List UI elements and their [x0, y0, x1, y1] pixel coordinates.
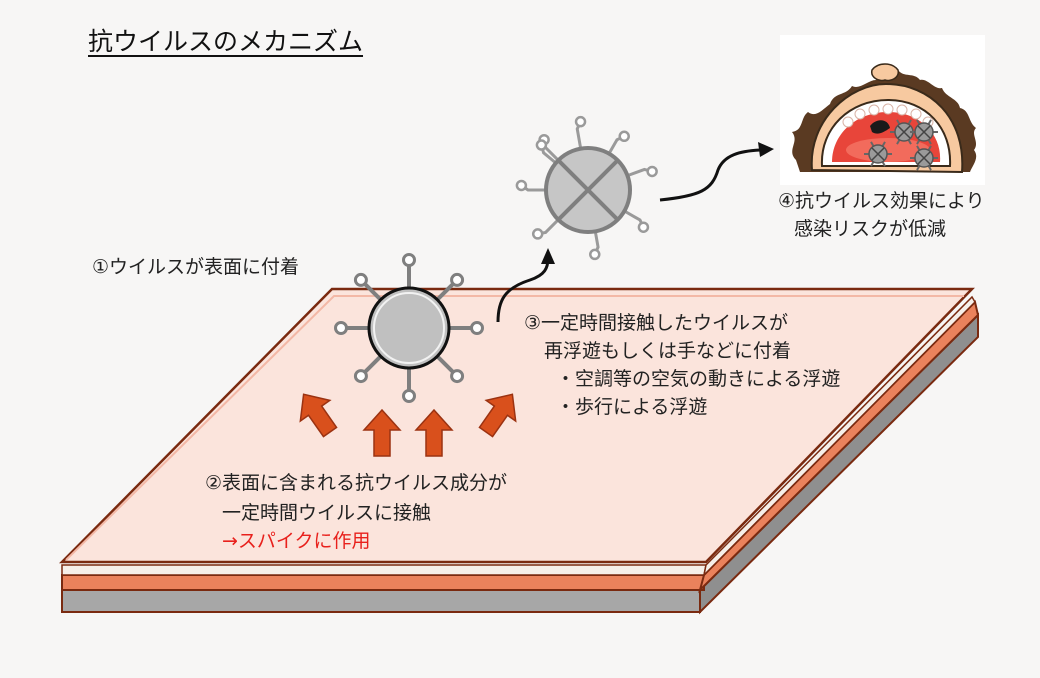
up-arrow-icon	[362, 408, 402, 457]
antiviral-action-arrows	[299, 393, 517, 457]
step2-line2: 一定時間ウイルスに接触	[222, 502, 432, 524]
deactivated-cross	[557, 159, 619, 221]
deactivated-virus-icon	[515, 115, 658, 261]
virus-spike-tip	[470, 321, 484, 335]
virus-on-surface-icon	[334, 253, 484, 403]
to-mouth-arrow	[659, 148, 761, 202]
virus-spike-tip	[618, 130, 630, 143]
virus-spike-tip	[646, 165, 658, 178]
virus-spike-tip	[535, 139, 548, 151]
to-mouth-arrowhead	[758, 142, 774, 157]
virus-spike-tip	[353, 369, 368, 384]
virus-body	[367, 286, 451, 370]
virus-spike-tip	[574, 115, 587, 128]
step1-label: ①ウイルスが表面に付着	[92, 256, 300, 278]
float-up-arrow	[496, 257, 550, 323]
step4-line1: ④抗ウイルス効果により	[778, 190, 985, 212]
up-arrow-icon	[299, 393, 338, 438]
up-arrow-icon	[478, 393, 517, 438]
virus-spike-tip	[353, 272, 368, 287]
virus-spike-tip	[531, 228, 544, 240]
virus-spike-tip	[402, 253, 416, 267]
step2-line1: ②表面に含まれる抗ウイルス成分が	[205, 472, 508, 494]
step3-line2: 再浮遊もしくは手などに付着	[544, 340, 792, 362]
step2-line3: →スパイクに作用	[222, 530, 371, 552]
step3-bullet2: ・歩行による浮遊	[556, 396, 708, 418]
step3-line1: ③一定時間接触したウイルスが	[524, 312, 789, 334]
virus-spike-tip	[450, 272, 465, 287]
page-title: 抗ウイルスのメカニズム	[88, 27, 364, 56]
antiviral-surface-slab	[59, 287, 980, 615]
open-mouth-illustration	[780, 35, 985, 185]
step3-bullet1: ・空調等の空気の動きによる浮遊	[556, 368, 841, 390]
virus-body-rim	[373, 292, 445, 364]
virus-spike-tip	[450, 369, 465, 384]
up-arrow-icon	[414, 408, 454, 457]
float-up-arrowhead	[541, 248, 555, 264]
virus-spike-tip	[402, 389, 416, 403]
virus-spike-tip	[637, 221, 650, 233]
virus-spike-tip	[515, 179, 528, 192]
virus-spike-tip	[334, 321, 348, 335]
step4-line2: 感染リスクが低減	[794, 218, 947, 240]
virus-spike-tip	[589, 248, 601, 261]
